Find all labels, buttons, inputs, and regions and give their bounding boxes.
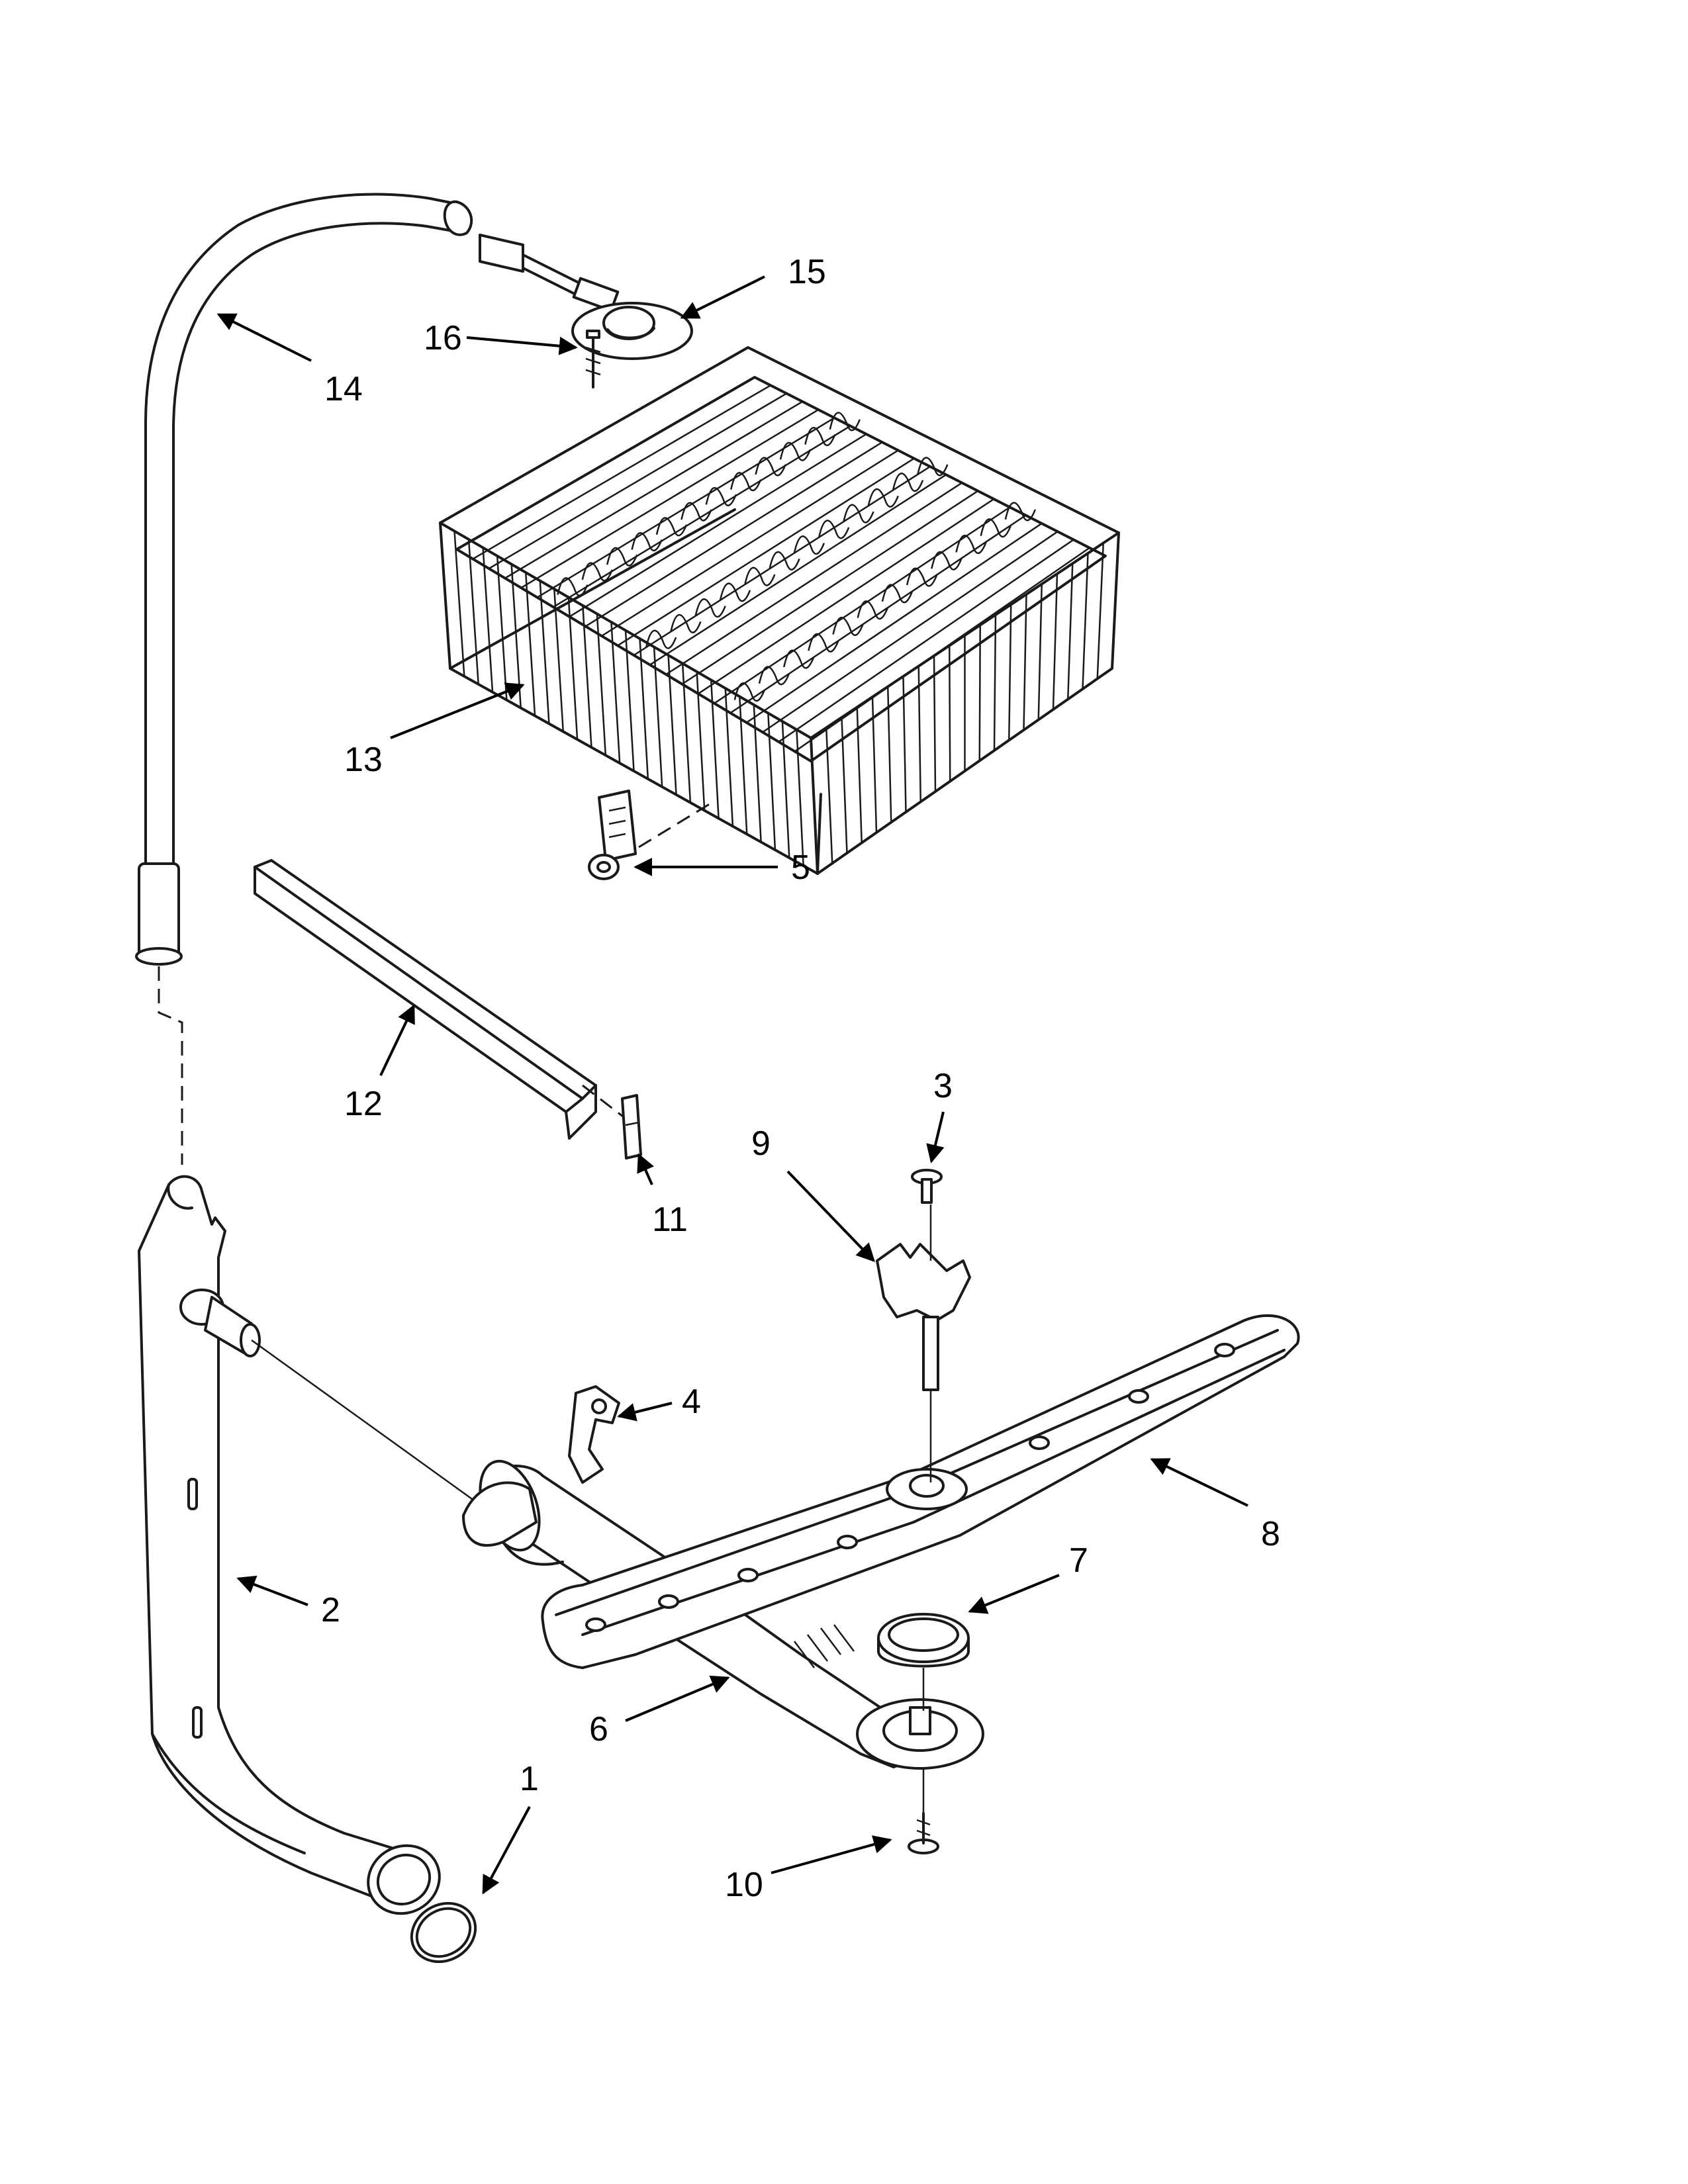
rack-adjuster — [588, 790, 716, 880]
callout-9: 9 — [751, 1124, 875, 1263]
callout-2: 2 — [236, 1575, 340, 1629]
svg-text:2: 2 — [321, 1591, 340, 1629]
track-clip — [621, 1094, 642, 1160]
callout-14: 14 — [216, 313, 363, 408]
manifold-bracket — [568, 1385, 620, 1484]
svg-text:8: 8 — [1261, 1515, 1280, 1553]
upper-spray-nozzle — [479, 234, 693, 360]
svg-text:16: 16 — [424, 319, 462, 357]
callout-12: 12 — [344, 1004, 415, 1123]
callout-10: 10 — [725, 1835, 892, 1904]
svg-text:12: 12 — [344, 1085, 383, 1123]
svg-text:10: 10 — [725, 1866, 763, 1904]
screw-16 — [585, 330, 601, 388]
svg-text:9: 9 — [751, 1124, 771, 1163]
callout-5: 5 — [633, 848, 810, 887]
spray-arm-support — [876, 1205, 971, 1482]
upper-rack — [439, 346, 1120, 875]
callout-3: 3 — [926, 1067, 953, 1163]
svg-text:6: 6 — [589, 1710, 608, 1749]
svg-text:15: 15 — [788, 253, 826, 291]
callout-1: 1 — [482, 1760, 539, 1895]
svg-text:1: 1 — [520, 1760, 539, 1798]
svg-text:11: 11 — [652, 1201, 688, 1239]
tube-connection-line — [158, 966, 183, 1165]
screw-10 — [908, 1767, 939, 1854]
callout-13: 13 — [344, 682, 525, 779]
rack-track — [254, 859, 626, 1140]
upper-supply-tube — [135, 193, 473, 966]
svg-text:3: 3 — [933, 1067, 953, 1105]
callout-6: 6 — [589, 1675, 730, 1749]
callout-16: 16 — [424, 319, 578, 357]
callout-11: 11 — [637, 1153, 688, 1239]
callout-8: 8 — [1150, 1458, 1280, 1553]
o-ring — [410, 1901, 477, 1964]
lower-supply-tube — [138, 1175, 477, 1915]
svg-text:7: 7 — [1069, 1541, 1088, 1580]
screw-3 — [911, 1169, 943, 1204]
callout-4: 4 — [617, 1383, 701, 1422]
svg-text:13: 13 — [344, 741, 383, 779]
callout-7: 7 — [968, 1541, 1088, 1614]
svg-text:5: 5 — [791, 848, 810, 887]
lower-spray-arm — [541, 1314, 1300, 1669]
svg-text:4: 4 — [682, 1383, 701, 1421]
spray-arm-collar — [877, 1613, 970, 1711]
svg-text:14: 14 — [324, 370, 363, 408]
callout-15: 15 — [680, 253, 826, 319]
